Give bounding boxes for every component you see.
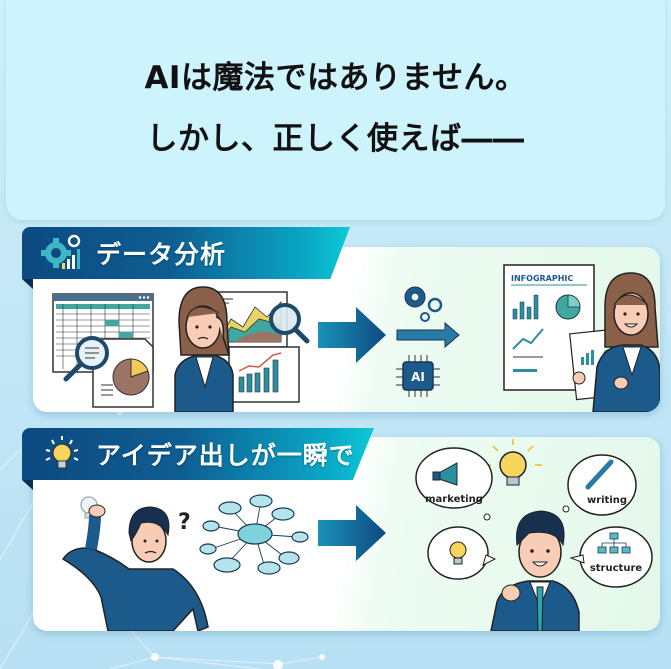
ai-chip-icon: AI — [396, 355, 440, 397]
idea-bubble-structure: structure — [569, 526, 653, 588]
before-illustration-confused-man: ? — [61, 494, 309, 631]
magnifier-icon — [63, 336, 109, 382]
confused-woman-figure — [174, 286, 234, 412]
idea-bubble-writing: writing — [562, 454, 637, 516]
lightbulb-icon — [45, 436, 79, 469]
idea-bubble-lightbulb — [427, 526, 497, 580]
svg-text:INFOGRAPHIC: INFOGRAPHIC — [511, 274, 573, 283]
svg-text:structure: structure — [590, 563, 643, 574]
bar-chart-icon — [228, 346, 300, 403]
after-illustration-happy-woman: AI INFOGRAPHIC — [396, 264, 660, 412]
section-banner-ideation: アイデア出しが一瞬で — [22, 428, 374, 480]
happy-man-figure — [490, 510, 580, 631]
after-illustration-happy-man: marketing writing structure — [415, 439, 653, 631]
happy-woman-figure — [572, 272, 660, 412]
banner-fold-decoration — [22, 279, 33, 289]
transform-arrow-icon — [318, 307, 386, 363]
gear-chart-icon — [41, 234, 81, 269]
svg-text:?: ? — [178, 510, 191, 535]
gear-icon — [404, 286, 443, 322]
headline-panel — [6, 0, 665, 220]
idea-bubble-marketing: marketing — [415, 447, 493, 521]
section-title: アイデア出しが一瞬で — [96, 441, 355, 470]
svg-text:marketing: marketing — [425, 494, 483, 505]
section-banner-data-analysis: データ分析 — [22, 227, 350, 279]
magnifier-icon — [269, 303, 310, 344]
section-title: データ分析 — [96, 240, 227, 269]
transform-arrow-icon — [318, 505, 386, 561]
mind-map-icon — [199, 494, 309, 575]
before-illustration-confused-woman — [52, 286, 310, 412]
headline-line-2: しかし、正しく使えば―― — [146, 121, 525, 157]
svg-text:AI: AI — [411, 370, 425, 384]
svg-text:writing: writing — [587, 495, 627, 506]
banner-fold-decoration — [22, 480, 33, 490]
bright-lightbulb-icon — [484, 439, 542, 486]
headline-line-1: AIは魔法ではありません。 — [144, 60, 527, 96]
confused-man-figure: ? — [61, 504, 209, 631]
small-arrow-icon — [396, 321, 460, 349]
